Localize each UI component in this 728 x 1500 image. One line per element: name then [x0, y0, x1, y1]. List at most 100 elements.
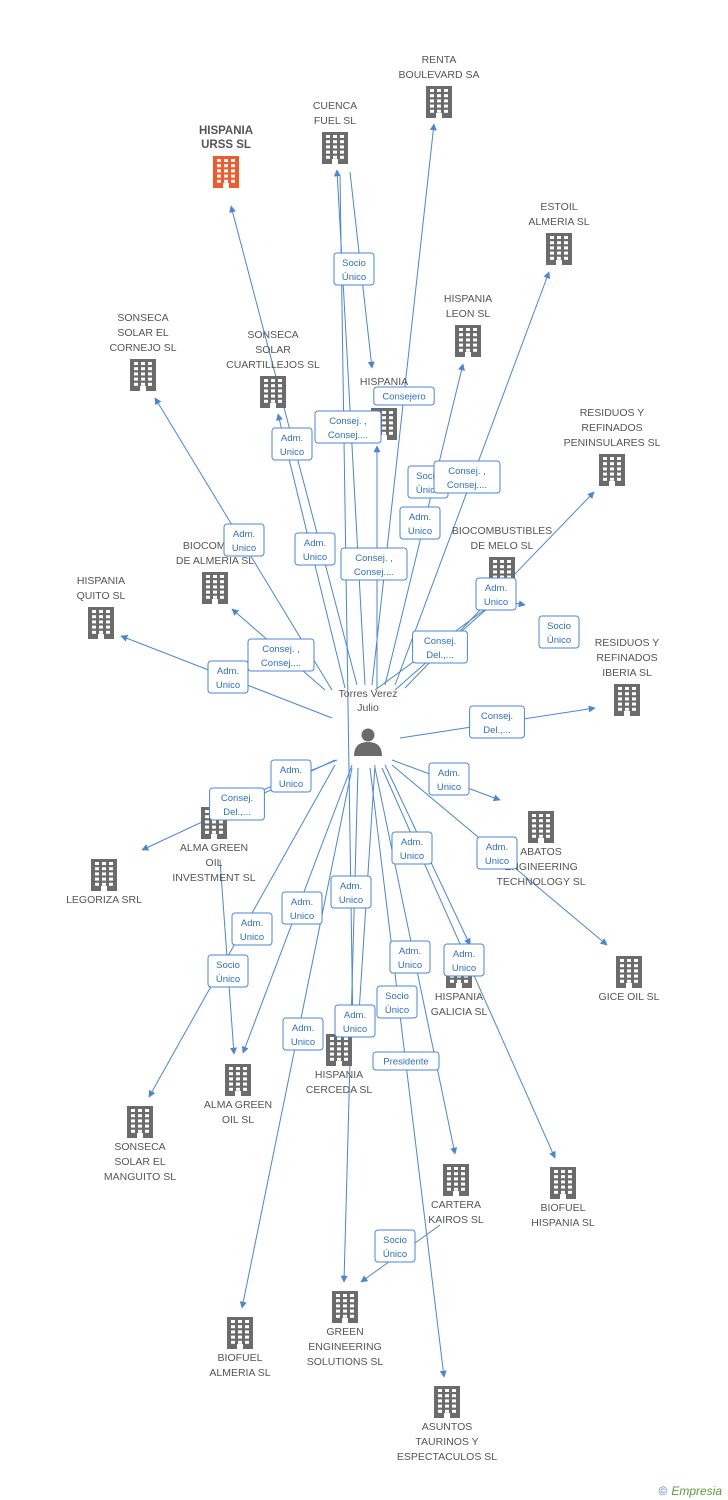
- relation-label-text: Consej....: [447, 480, 487, 491]
- company-name-line: HISPANIA: [315, 1069, 363, 1081]
- relation-label-box: [538, 615, 580, 649]
- building-icon[interactable]: [225, 1064, 251, 1096]
- relation-label-e4[interactable]: Consej. ,Consej....: [314, 410, 382, 444]
- relation-label-e9[interactable]: Adm.Unico: [399, 506, 441, 540]
- relation-label-e22[interactable]: Adm.Unico: [281, 891, 323, 925]
- relation-label-e3[interactable]: Adm.Unico: [271, 427, 313, 461]
- relation-label-e12[interactable]: Consej. ,Consej....: [247, 638, 315, 672]
- building-icon[interactable]: [88, 607, 114, 639]
- relation-label-e29[interactable]: Adm.Unico: [334, 1004, 376, 1038]
- relation-label-e7[interactable]: Adm.Unico: [223, 523, 265, 557]
- relation-label-text: Unico: [484, 597, 508, 608]
- building-icon[interactable]: [213, 156, 239, 188]
- building-icon[interactable]: [616, 956, 642, 988]
- building-icon[interactable]: [614, 684, 640, 716]
- building-icon[interactable]: [550, 1167, 576, 1199]
- relation-label-e13[interactable]: Consej.Del.,...: [412, 630, 468, 664]
- relation-label-e6[interactable]: Consej. , Consej....: [433, 460, 501, 494]
- relation-label-e2[interactable]: Consejero: [373, 386, 435, 406]
- relation-label-text: Socio: [383, 1235, 407, 1246]
- relation-label-text: Unico: [303, 552, 327, 563]
- relation-label-text: Único: [383, 1249, 407, 1260]
- building-icon[interactable]: [202, 572, 228, 604]
- relation-label-e15[interactable]: Adm.Unico: [207, 660, 249, 694]
- relation-label-e18[interactable]: Consej.Del.,...: [209, 787, 265, 821]
- relation-label-e8[interactable]: Adm.Unico: [294, 532, 336, 566]
- company-name-line: SOLAR EL: [117, 327, 169, 339]
- relation-label-e17[interactable]: Adm.Unico: [270, 759, 312, 793]
- company-name-line: TECHNOLOGY SL: [496, 876, 585, 888]
- footer-brand[interactable]: ©Empresia: [658, 1484, 722, 1498]
- company-name-line: ESPECTACULOS SL: [397, 1451, 497, 1463]
- building-icon[interactable]: [426, 86, 452, 118]
- company-name-line: REFINADOS: [596, 652, 657, 664]
- relation-label-text: Único: [547, 635, 571, 646]
- building-icon[interactable]: [332, 1291, 358, 1323]
- company-name-line: REFINADOS: [581, 422, 642, 434]
- building-icon[interactable]: [326, 1034, 352, 1066]
- company-name-line: ALMERIA SL: [209, 1367, 270, 1379]
- company-node-legoriza[interactable]: LEGORIZA SRL: [66, 859, 142, 906]
- relation-label-text: Del.,...: [223, 807, 250, 818]
- building-icon[interactable]: [227, 1317, 253, 1349]
- building-icon[interactable]: [546, 233, 572, 265]
- relation-label-e19[interactable]: Adm.Unico: [428, 762, 470, 796]
- relation-label-e10[interactable]: Consej. ,Consej....: [340, 547, 408, 581]
- building-icon[interactable]: [91, 859, 117, 891]
- building-icon[interactable]: [322, 132, 348, 164]
- building-icon[interactable]: [127, 1106, 153, 1138]
- building-icon[interactable]: [528, 811, 554, 843]
- edge-line-26: [369, 767, 447, 1378]
- relation-label-e27[interactable]: Adm.Unico: [443, 943, 485, 977]
- building-icon[interactable]: [443, 1164, 469, 1196]
- company-name-line: CORNEJO SL: [109, 342, 176, 354]
- relation-label-e16[interactable]: Consej.Del.,...: [469, 705, 525, 739]
- company-name-line: HISPANIA: [199, 125, 253, 137]
- company-name-line: ALMA GREEN: [204, 1099, 272, 1111]
- building-icon[interactable]: [130, 359, 156, 391]
- relation-label-e31[interactable]: Presidente: [372, 1051, 440, 1071]
- building-icon[interactable]: [455, 325, 481, 357]
- building-icon[interactable]: [260, 376, 286, 408]
- relation-label-e11[interactable]: Adm.Unico: [475, 577, 517, 611]
- building-icon[interactable]: [599, 454, 625, 486]
- relation-label-e24[interactable]: Adm.Unico: [231, 912, 273, 946]
- relation-label-text: Consej. ,: [448, 466, 486, 477]
- relation-label-box: [330, 875, 372, 909]
- relation-label-box: [428, 762, 470, 796]
- company-name-line: RESIDUOS Y: [580, 407, 645, 419]
- relation-label-e23[interactable]: Adm.Unico: [330, 875, 372, 909]
- relation-label-e20[interactable]: Adm.Unico: [476, 836, 518, 870]
- relation-label-e26[interactable]: Adm.Unico: [389, 940, 431, 974]
- relation-label-e30[interactable]: Adm.Unico: [282, 1017, 324, 1051]
- company-node-gice-oil[interactable]: GICE OIL SL: [599, 956, 660, 1003]
- relation-label-e21[interactable]: Adm.Unico: [391, 831, 433, 865]
- building-icon[interactable]: [434, 1386, 460, 1418]
